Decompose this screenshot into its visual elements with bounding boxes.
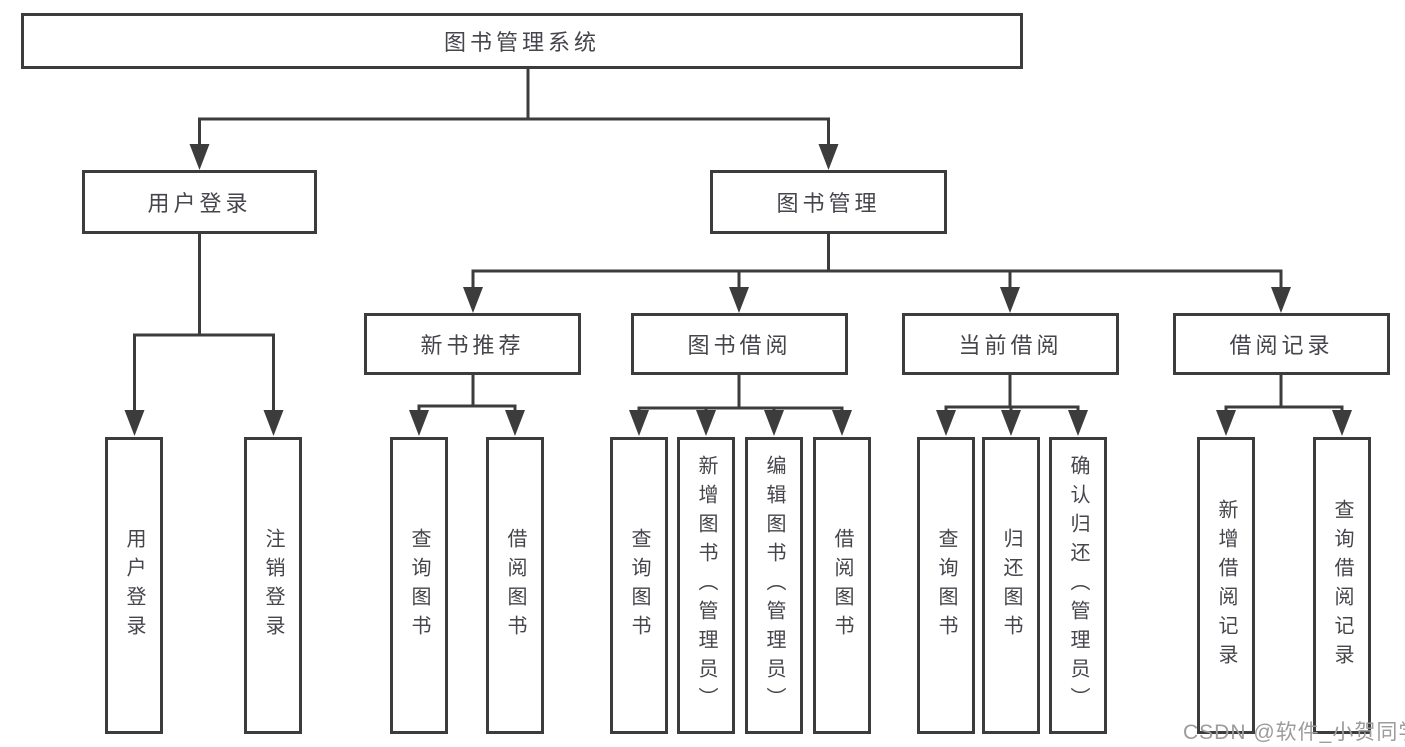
arrow-down-icon <box>505 410 525 436</box>
leaf-return-books: 归还图书 <box>982 437 1040 734</box>
leaf-label: 查询图书 <box>408 527 430 644</box>
connector-root-to-branches <box>189 67 839 170</box>
arrow-down-icon <box>696 410 716 436</box>
node-user-login: 用户登录 <box>82 170 317 234</box>
arrow-down-icon <box>463 287 483 313</box>
arrow-down-icon <box>729 287 749 313</box>
connector-new-book-recommend-children <box>409 373 525 436</box>
arrow-down-icon <box>1000 287 1020 313</box>
arrow-down-icon <box>1001 410 1021 436</box>
arrow-down-icon <box>832 410 852 436</box>
arrow-down-icon <box>124 410 145 436</box>
arrow-down-icon <box>409 410 429 436</box>
connector-book-borrowing-children <box>629 373 852 436</box>
leaf-logout: 注销登录 <box>244 437 302 734</box>
leaf-query-books-current: 查询图书 <box>917 437 975 734</box>
arrow-down-icon <box>629 410 649 436</box>
leaf-edit-books-admin: 编辑图书（管理员） <box>745 437 803 734</box>
node-current-borrowing: 当前借阅 <box>902 313 1119 375</box>
connector-borrow-records-children <box>1216 373 1352 436</box>
leaf-query-borrow-record: 查询借阅记录 <box>1313 437 1371 734</box>
watermark: CSDN @软件_小贺同学 <box>1183 721 1405 744</box>
connector-book-management-children <box>463 232 1291 313</box>
leaf-borrow-books-recommend: 借阅图书 <box>486 437 544 734</box>
arrow-down-icon <box>1271 287 1291 313</box>
node-borrow-records: 借阅记录 <box>1173 313 1390 375</box>
node-new-book-recommend: 新书推荐 <box>364 313 581 375</box>
leaf-add-books-admin: 新增图书（管理员） <box>677 437 735 734</box>
arrow-down-icon <box>936 410 956 436</box>
connector-current-borrowing-children <box>936 373 1088 436</box>
arrow-down-icon <box>1216 410 1236 436</box>
leaf-label: 用户登录 <box>123 527 145 644</box>
node-book-management: 图书管理 <box>710 170 947 234</box>
node-root-system: 图书管理系统 <box>21 13 1023 69</box>
arrow-down-icon <box>1068 410 1088 436</box>
leaf-query-books-borrowing: 查询图书 <box>610 437 668 734</box>
leaf-confirm-return-admin: 确认归还（管理员） <box>1049 437 1107 734</box>
node-book-borrowing: 图书借阅 <box>631 313 848 375</box>
leaf-borrow-books-borrowing: 借阅图书 <box>813 437 871 734</box>
arrow-down-icon <box>818 144 839 170</box>
leaf-add-borrow-record: 新增借阅记录 <box>1197 437 1255 734</box>
arrow-down-icon <box>189 144 210 170</box>
leaf-label: 归还图书 <box>1000 527 1022 644</box>
leaf-label: 编辑图书（管理员） <box>763 455 785 716</box>
leaf-user-login: 用户登录 <box>105 437 163 734</box>
leaf-label: 确认归还（管理员） <box>1067 455 1089 716</box>
leaf-query-books-recommend: 查询图书 <box>390 437 448 734</box>
leaf-label: 借阅图书 <box>504 527 526 644</box>
leaf-label: 新增图书（管理员） <box>695 455 717 716</box>
leaf-label: 注销登录 <box>262 527 284 644</box>
arrow-down-icon <box>764 410 784 436</box>
connector-user-login-children <box>124 232 284 436</box>
arrow-down-icon <box>263 410 284 436</box>
leaf-label: 借阅图书 <box>831 527 853 644</box>
leaf-label: 查询图书 <box>628 527 650 644</box>
leaf-label: 查询借阅记录 <box>1331 498 1353 673</box>
leaf-label: 查询图书 <box>935 527 957 644</box>
arrow-down-icon <box>1332 410 1352 436</box>
leaf-label: 新增借阅记录 <box>1215 498 1237 673</box>
